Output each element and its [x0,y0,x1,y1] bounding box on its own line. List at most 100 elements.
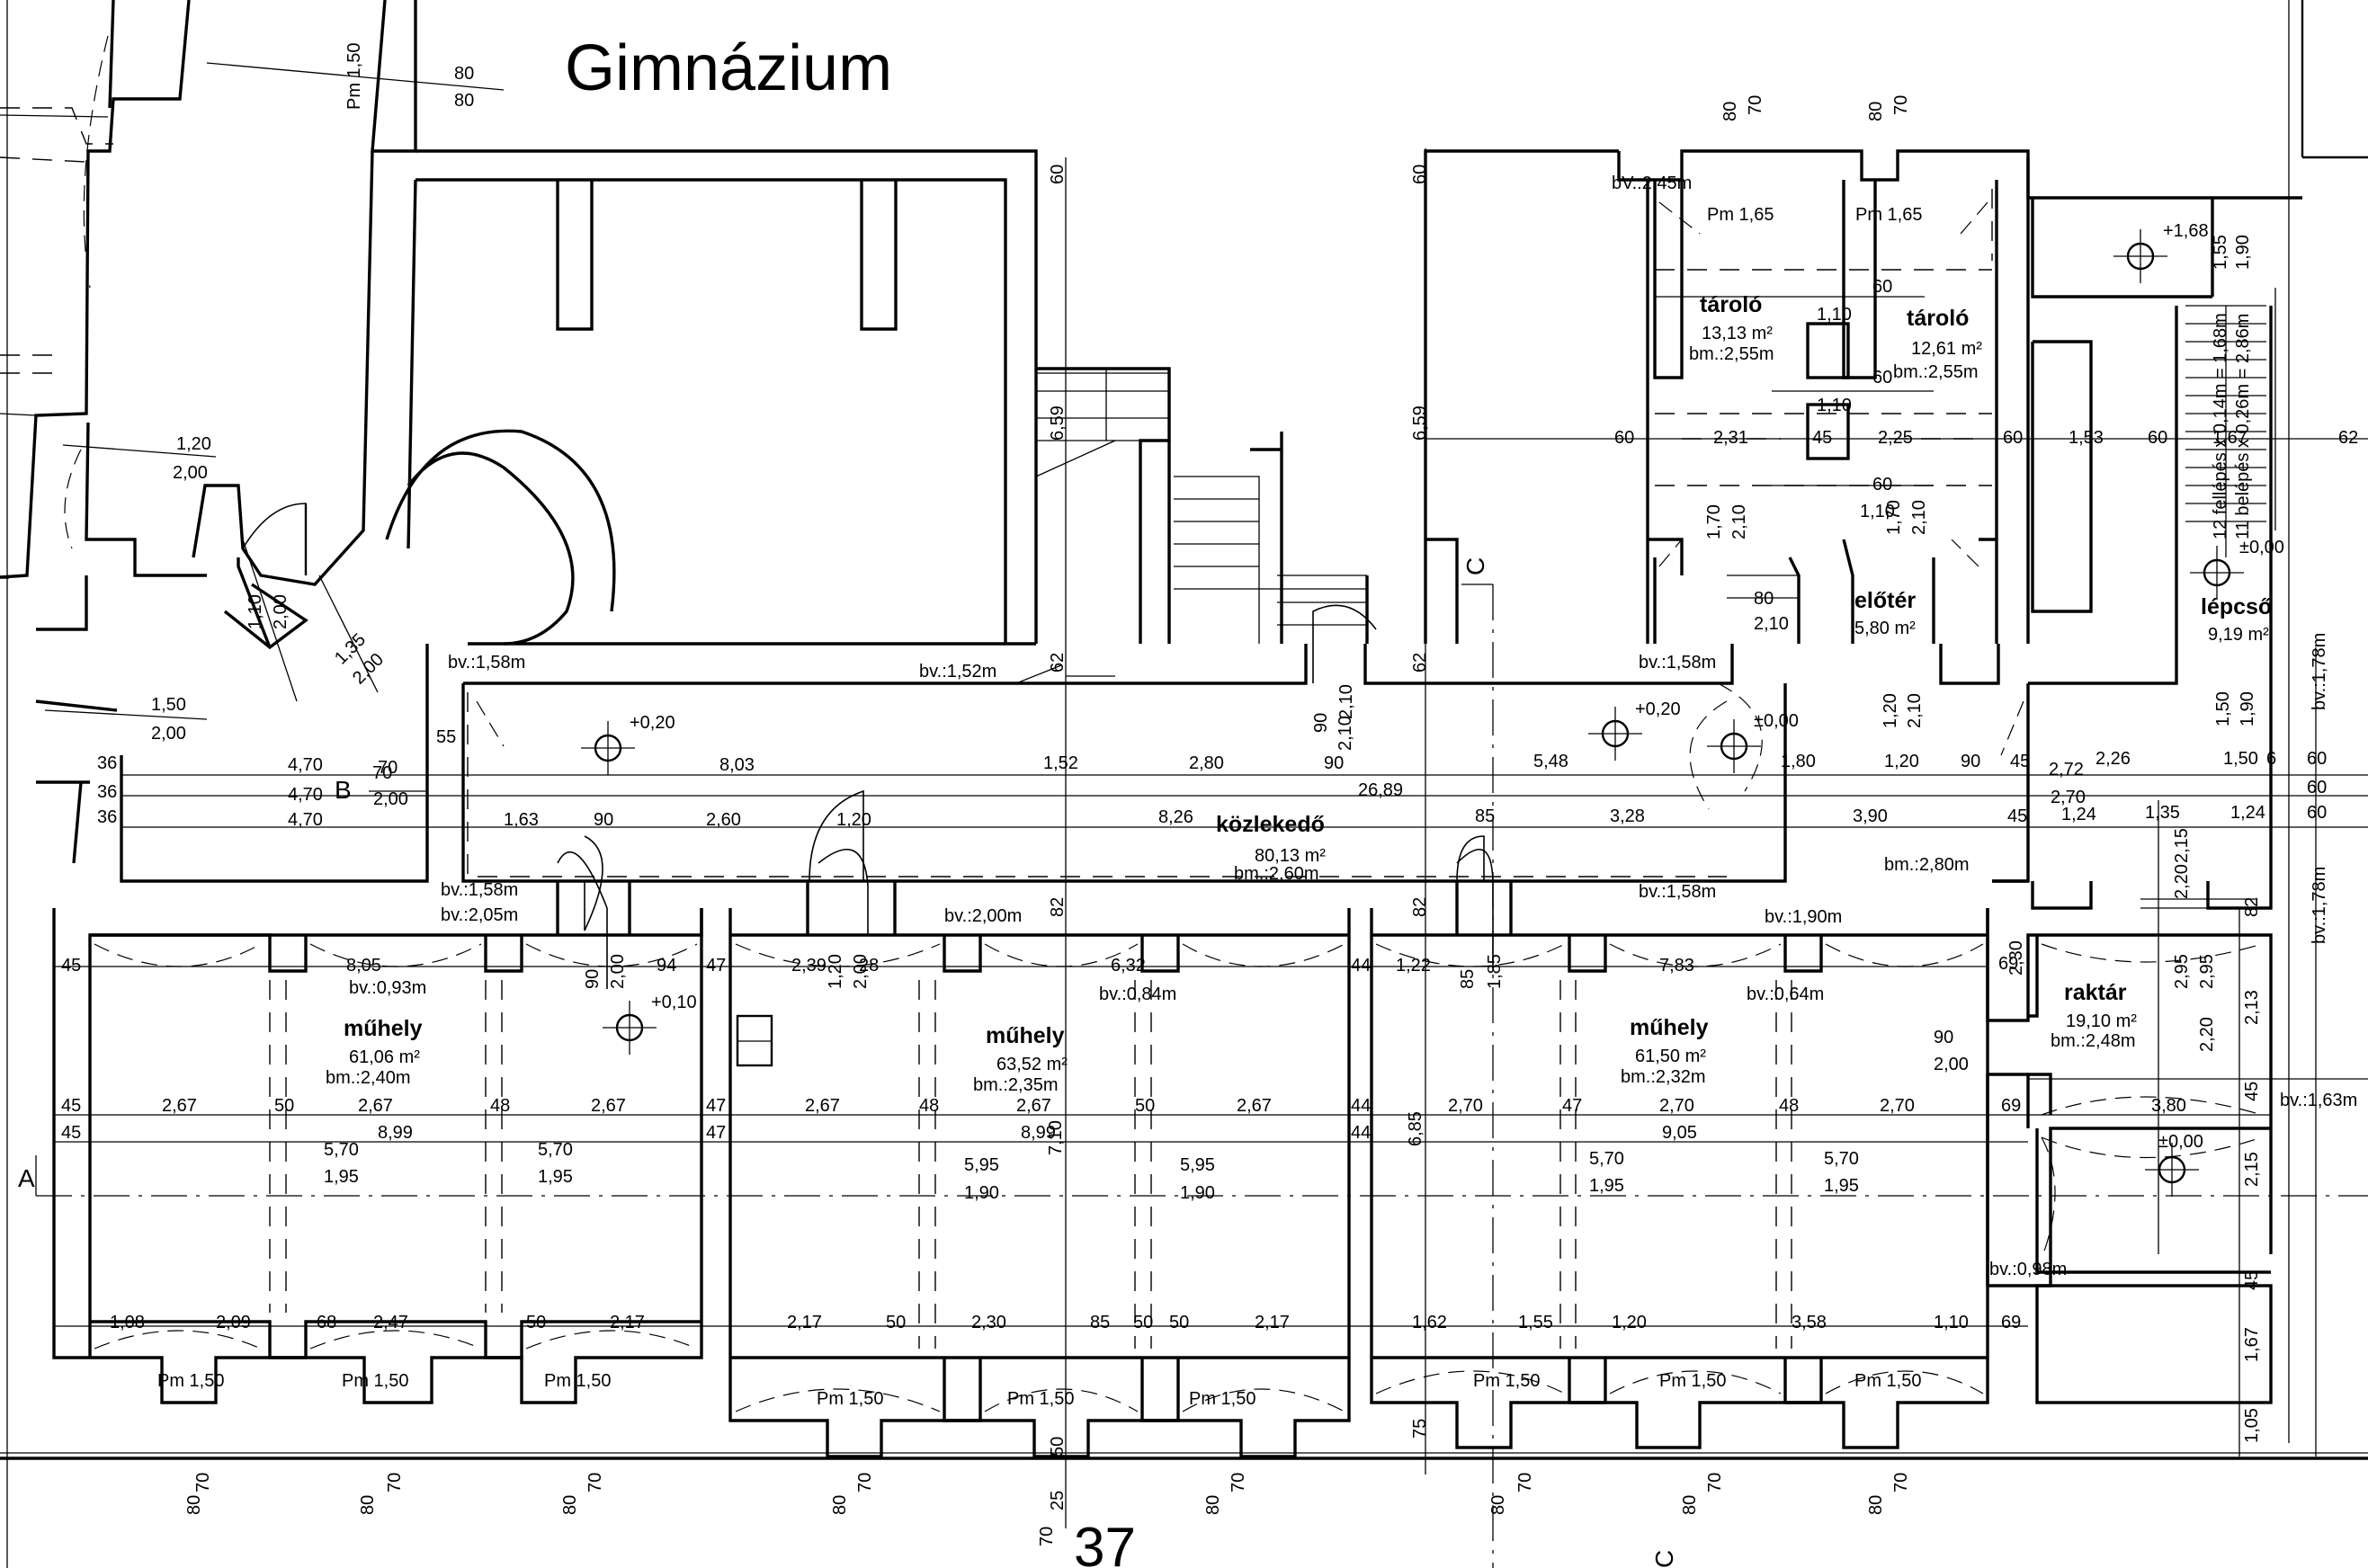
dim-text: 2,00 [151,724,186,744]
room-lepcso: lépcső 9,19 m² [2201,594,2272,645]
dim-text: 2,17 [610,1313,645,1332]
sill-label: bv.:1,90m [1765,907,1842,927]
dimension-texts: 4,70 70 8,03 1,52 2,80 90 5,48 1,80 1,20… [61,64,2358,1546]
sill-label: bv.:2,00m [944,906,1022,926]
dim-text: 80 [1866,1495,1886,1515]
dim-text: 50 [1135,1096,1155,1116]
dim-text: 80 [454,64,474,84]
dim-text: 60 [2148,428,2167,448]
svg-text:19,10 m²: 19,10 m² [2066,1011,2137,1031]
dim-text: 2,31 [1713,428,1748,448]
dim-text: 70 [1891,95,1911,115]
dim-text: 2,00 [271,594,290,629]
dim-text: 2,67 [1016,1096,1051,1116]
dim-text: 1,85 [1485,954,1505,989]
dim-text: 2,10 [1905,693,1925,728]
dim-text: 36 [97,807,117,827]
dim-text: 6,32 [1111,956,1146,976]
room-muhely-1: műhely 61,06 m² bm.:2,40m [326,1016,423,1088]
dim-text: 50 [274,1096,294,1116]
dim-text: 2,30 [2006,940,2026,976]
dim-text: 48 [1779,1096,1799,1116]
level-marker-icon [2145,1143,2199,1197]
dim-text: 5,70 [1589,1149,1624,1169]
sill-label: bv.:1,58m [1639,882,1716,902]
dim-text: 1,35 [2145,803,2180,823]
dim-text: 2,00 [1934,1055,1969,1074]
svg-text:lépcső: lépcső [2201,594,2272,619]
dim-text: 62 [1048,653,1068,673]
dim-text: 8,99 [378,1123,413,1143]
sill-label: bm.:2,80m [1884,855,1969,875]
dim-text: 70 [585,1473,605,1492]
level-marker-icon [581,721,635,775]
dim-text: 2,67 [591,1096,626,1116]
dim-text: 70 [1705,1473,1725,1492]
dim-text: 90 [1934,1028,1953,1047]
dim-text: 2,20 [2172,864,2192,899]
level-marker-icon [1707,719,1761,773]
dim-text: 7,83 [1659,956,1694,976]
dim-text: 1,50 [2213,691,2233,726]
dim-text: 80 [184,1495,204,1515]
sill-label: bv.:0,84m [1099,984,1176,1004]
dim-text: 1,80 [1781,752,1816,771]
dim-text: 45 [2007,806,2027,826]
sill-label: bv.:1,58m [441,880,518,900]
dim-text: 60 [2307,803,2327,823]
dim-text: 75 [1410,1419,1430,1439]
dim-text: 2,10 [1336,684,1356,719]
level-marker-icon [2113,229,2167,283]
dim-text: 2,47 [373,1313,408,1332]
window-label: Pm 1,50 [157,1371,224,1391]
stair-riser-text: 12 fellépés x 0,14m = 1,68m [2211,313,2230,539]
level-label: +0,20 [630,713,675,733]
svg-text:műhely: műhely [344,1016,423,1041]
dim-text: 60 [1872,368,1892,388]
section-marker-b: B [335,776,352,804]
dim-text: 5,70 [538,1140,573,1160]
dim-text: 2,13 [2242,990,2262,1025]
sill-label: bv.:0,64m [1747,984,1824,1004]
window-label: Pm 1,65 [1707,205,1774,225]
dim-text: 45 [1812,428,1832,448]
dim-text: 45 [2242,1270,2262,1290]
dim-text: 2,67 [358,1096,393,1116]
dim-text: 50 [886,1313,906,1332]
dim-text: 2,95 [2197,954,2217,989]
dim-text: 1,70 [1884,500,1904,535]
stair-annotations: 12 fellépés x 0,14m = 1,68m 11 belépés x… [2211,235,2253,539]
svg-text:63,52 m²: 63,52 m² [996,1055,1068,1074]
dim-text: 2,10 [1909,500,1929,535]
dim-text: 2,60 [706,810,741,830]
dim-text: 1,10 [246,594,265,629]
dim-text: 2,95 [2172,954,2192,989]
svg-text:bm.:2,35m: bm.:2,35m [973,1075,1058,1095]
dim-text: 2,00 [851,954,871,989]
ceiling-beams [269,980,1792,1349]
level-marker-icon [603,1001,657,1055]
svg-text:előtér: előtér [1854,588,1916,613]
dim-text: 82 [2242,897,2262,917]
dim-text: 60 [1048,165,1068,184]
dim-text: 60 [1872,475,1892,494]
dim-text: 6,59 [1048,405,1068,441]
page-number: 37 [1074,1517,1136,1568]
room-taroló-1: tároló 13,13 m² bm.:2,55m [1689,292,1774,364]
section-lines: A B C C [18,557,2368,1568]
stair-dim: 1,90 [2233,235,2253,270]
dim-text: 9,05 [1662,1123,1697,1143]
dim-text: 1,55 [1518,1313,1553,1332]
dim-text: 60 [1410,165,1430,184]
dim-text: 5,95 [1180,1155,1215,1175]
dim-text: 25 [1048,1491,1068,1510]
dim-text: 4,70 [288,755,323,775]
dim-text: 2,10 [1754,614,1789,634]
dim-text: 7,10 [1046,1120,1066,1155]
plan-title: Gimnázium [565,32,892,104]
dim-text: 85 [1458,969,1478,989]
level-label: +1,68 [2163,221,2209,241]
sill-label: bv.:2,05m [441,905,518,925]
dim-text: 1,62 [1412,1313,1447,1332]
dim-text: 80 [1680,1495,1700,1515]
